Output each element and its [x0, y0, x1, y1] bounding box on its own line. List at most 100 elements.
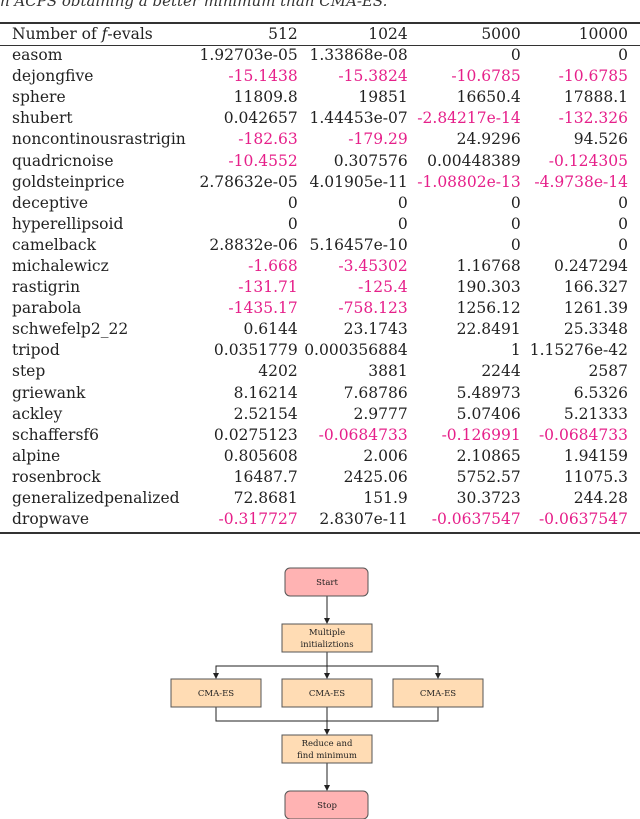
result-cell: 1.33868e-08 [309, 46, 408, 65]
cma-es-node-1: CMA-ES [170, 678, 262, 708]
header-512: 512 [268, 24, 298, 43]
result-cell: 2.8307e-11 [319, 510, 408, 529]
result-cell: 5752.57 [456, 467, 521, 486]
result-cell: -125.4 [358, 278, 408, 297]
result-cell: -10.6785 [451, 67, 521, 86]
result-cell: 2425.06 [343, 467, 408, 486]
result-cell: 5.07406 [456, 404, 521, 423]
result-cell: 5.48973 [456, 383, 521, 402]
result-cell: 16650.4 [456, 88, 521, 107]
result-cell: 2.006 [363, 446, 408, 465]
init-label-1: Multiple [309, 628, 345, 638]
result-cell: 0 [510, 214, 521, 233]
result-cell: 1.94159 [563, 446, 628, 465]
table-row: dejongfive-15.1438-15.3824-10.6785-10.67… [0, 66, 640, 87]
result-cell: -0.0637547 [431, 510, 521, 529]
function-name: griewank [12, 383, 86, 402]
result-cell: 94.526 [573, 130, 628, 149]
result-cell: 0 [287, 214, 298, 233]
result-cell: 1256.12 [456, 299, 521, 318]
result-cell: -10.6785 [558, 67, 628, 86]
table-caption: n ACPS obtaining a better minimum than C… [0, 0, 388, 10]
function-name: dejongfive [12, 67, 94, 86]
cma-es-label: CMA-ES [198, 689, 234, 699]
result-cell: 24.9296 [456, 130, 521, 149]
reduce-node: Reduce and find minimum [281, 734, 373, 764]
result-cell: 190.303 [456, 278, 521, 297]
result-cell: 25.3348 [563, 320, 628, 339]
start-node: Start [284, 567, 369, 597]
result-cell: -10.4552 [228, 151, 298, 170]
function-name: deceptive [12, 193, 88, 212]
result-cell: 2.9777 [353, 404, 408, 423]
result-cell: 1.92703e-05 [199, 46, 298, 65]
table-row: dropwave -0.317727 2.8307e-11 -0.0637547 -0.… [0, 509, 640, 530]
stop-label: Stop [317, 801, 337, 811]
result-cell: -758.123 [338, 299, 408, 318]
table-header: Number of f-evals 512 1024 5000 10000 [0, 23, 640, 45]
result-cell: 17888.1 [563, 88, 628, 107]
result-cell: -1.08802e-13 [417, 172, 521, 191]
header-10000: 10000 [578, 24, 628, 43]
cma-es-label: CMA-ES [309, 689, 345, 699]
function-name: dropwave [12, 510, 90, 529]
result-cell: 11075.3 [563, 467, 628, 486]
result-cell: 11809.8 [233, 88, 298, 107]
result-cell: 0 [397, 214, 408, 233]
result-cell: 19851 [358, 88, 408, 107]
result-cell: 8.16214 [233, 383, 298, 402]
function-name: easom [12, 46, 63, 65]
result-cell: 16487.7 [233, 467, 298, 486]
result-cell: 2.8832e-06 [209, 235, 298, 254]
result-cell: 2.52154 [233, 404, 298, 423]
result-cell: -131.71 [238, 278, 298, 297]
top-rule [0, 22, 640, 24]
result-cell: 0.247294 [554, 256, 628, 275]
result-cell: -1.668 [248, 256, 298, 275]
function-name: hyperellipsoid [12, 214, 124, 233]
result-cell: 1.16768 [456, 256, 521, 275]
function-name: generalizedpenalized [12, 489, 180, 508]
function-name: ackley [12, 404, 63, 423]
result-cell: 2244 [481, 362, 521, 381]
header-1024: 1024 [368, 24, 408, 43]
result-cell: -0.0637547 [538, 510, 628, 529]
result-cell: 5.16457e-10 [309, 235, 408, 254]
stop-node: Stop [284, 790, 369, 819]
start-label: Start [316, 578, 338, 588]
function-name: schaffersf6 [12, 425, 100, 444]
result-cell: 0 [618, 193, 628, 212]
result-cell: 0 [510, 193, 521, 212]
result-cell: -0.0684733 [538, 425, 628, 444]
result-cell: 0.00448389 [427, 151, 521, 170]
result-cell: -3.45302 [338, 256, 408, 275]
function-name: camelback [12, 235, 96, 254]
result-cell: -0.317727 [218, 510, 298, 529]
result-cell: -0.0684733 [318, 425, 408, 444]
result-cell: 1 [510, 341, 521, 360]
result-cell: 2.78632e-05 [199, 172, 298, 191]
result-cell: 0.000356884 [304, 341, 408, 360]
function-name: shubert [12, 109, 73, 128]
function-name: rastigrin [12, 278, 81, 297]
flowchart: Start Multiple initializtions CMA-ES CMA… [170, 567, 484, 819]
result-cell: 6.5326 [573, 383, 628, 402]
function-name: step [12, 362, 46, 381]
function-name: noncontinousrastrigin [12, 130, 186, 149]
function-name: rosenbrock [12, 467, 101, 486]
result-cell: -132.326 [558, 109, 628, 128]
